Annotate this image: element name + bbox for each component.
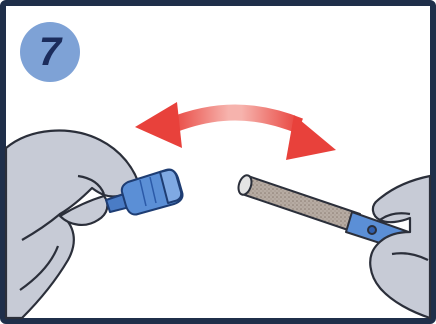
step-number: 7	[39, 32, 61, 72]
gloved-hand-right	[370, 176, 430, 318]
bidirectional-arrow-icon	[135, 102, 336, 160]
gloved-hand-left	[6, 131, 140, 318]
step-badge: 7	[20, 22, 80, 82]
